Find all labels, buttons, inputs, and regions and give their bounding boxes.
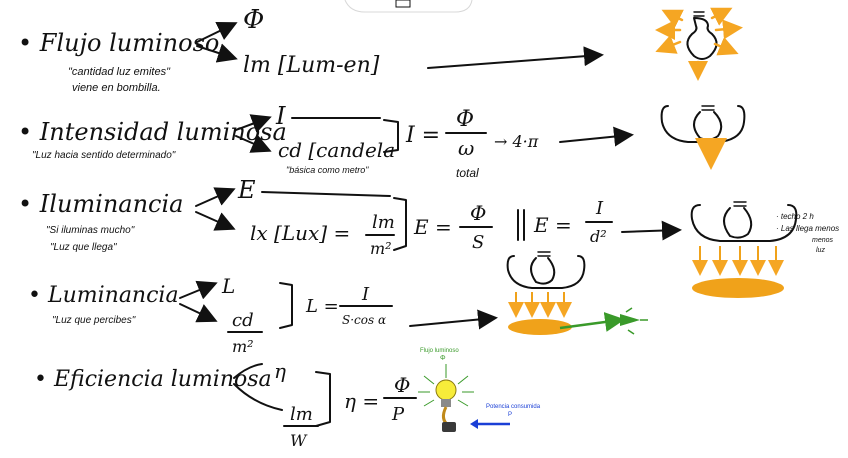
row4-symbol-top: L [221, 274, 235, 298]
row5-formula-den: P [391, 404, 405, 425]
row5-title: • Eficiencia luminosa [34, 367, 272, 392]
row3-unit-den: m² [370, 239, 392, 258]
row-iluminancia: • Iluminancia "Si iluminas mucho" "Luz q… [18, 176, 839, 258]
lamp-luminance-drawing [506, 251, 648, 335]
row-flujo-luminoso: • Flujo luminoso "cantidad luz emites" v… [18, 5, 604, 94]
row1-symbol-bottom: lm [Lum-en] [243, 53, 380, 78]
row3-formula2-num: I [595, 198, 604, 219]
row3-unit-num: lm [372, 212, 395, 233]
row3-formula1-den: S [472, 232, 484, 253]
row4-note1: "Luz que percibes" [52, 315, 136, 326]
figure-label-top-sym: Φ [440, 355, 446, 362]
row3-note2: "Luz que llega" [50, 242, 117, 253]
row5-symbol-num: lm [290, 404, 313, 425]
row5-symbol-den: W [290, 431, 308, 450]
row4-formula-den: S·cos α [342, 313, 386, 327]
row4-formula-num: I [361, 284, 370, 305]
row4-title: • Luminancia [28, 283, 179, 308]
top-toolbar-stub [344, 0, 473, 13]
figure-label-bottom-sym: P [508, 412, 512, 418]
row5-formula-lhs: η = [344, 389, 379, 413]
row-eficiencia-luminosa: • Eficiencia luminosa η lm W η = Φ P [34, 359, 417, 450]
row5-symbol-top: η [274, 359, 286, 383]
row2-note1: "Luz hacia sentido determinado" [32, 150, 176, 161]
row3-formula1-lhs: E = [413, 215, 452, 239]
bulb-glow-drawing [655, 7, 743, 81]
row1-title: • Flujo luminoso [18, 29, 219, 57]
lamp-intensity-drawing [660, 105, 746, 170]
row3-formula2-den: d² [590, 227, 607, 246]
row3-side-note1: · techo 2 h [776, 212, 814, 221]
figure-label-top: Flujo luminoso [420, 348, 459, 354]
lamp-illuminance-drawing [690, 201, 798, 298]
row3-side-note3: menos [812, 237, 834, 244]
row2-formula-extra: → 4·π [494, 132, 539, 151]
row4-formula-lhs: L = [305, 296, 339, 317]
row3-symbol-bottom: lx [Lux] = [250, 221, 350, 245]
row2-formula-sub: total [456, 166, 479, 180]
row-luminancia: • Luminancia "Luz que percibes" L cd m² … [28, 274, 498, 356]
row2-symbol-note: "básica como metro" [286, 165, 369, 175]
row2-formula-lhs: I = [405, 123, 440, 148]
row2-title: • Intensidad luminosa [18, 118, 287, 146]
row3-title: • Iluminancia [18, 190, 183, 218]
efficiency-figure: Flujo luminoso Φ Potencia consumida P [418, 348, 541, 432]
row2-symbol-bottom: cd [candela [278, 138, 395, 162]
row3-note1: "Si iluminas mucho" [46, 225, 135, 236]
row1-note1: "cantidad luz emites" [68, 66, 171, 78]
row3-symbol-top: E [237, 176, 256, 204]
row3-side-note2: · Las llega menos [776, 224, 839, 233]
figure-label-bottom: Potencia consumida [486, 404, 541, 410]
row4-symbol-num: cd [232, 310, 254, 331]
row2-symbol-top: I [275, 102, 286, 130]
row2-formula-num: Φ [456, 107, 474, 132]
row3-side-note4: luz [816, 247, 825, 254]
row3-formula2-lhs: E = [533, 213, 572, 237]
row5-formula-num: Φ [394, 373, 410, 397]
row-intensidad-luminosa: • Intensidad luminosa "Luz hacia sentido… [18, 102, 634, 180]
row1-note2: viene en bombilla. [72, 82, 161, 94]
row4-symbol-den: m² [232, 337, 254, 356]
row1-symbol-top: Φ [243, 5, 264, 35]
row3-formula1-num: Φ [470, 201, 486, 225]
row2-formula-den: ω [458, 136, 474, 160]
